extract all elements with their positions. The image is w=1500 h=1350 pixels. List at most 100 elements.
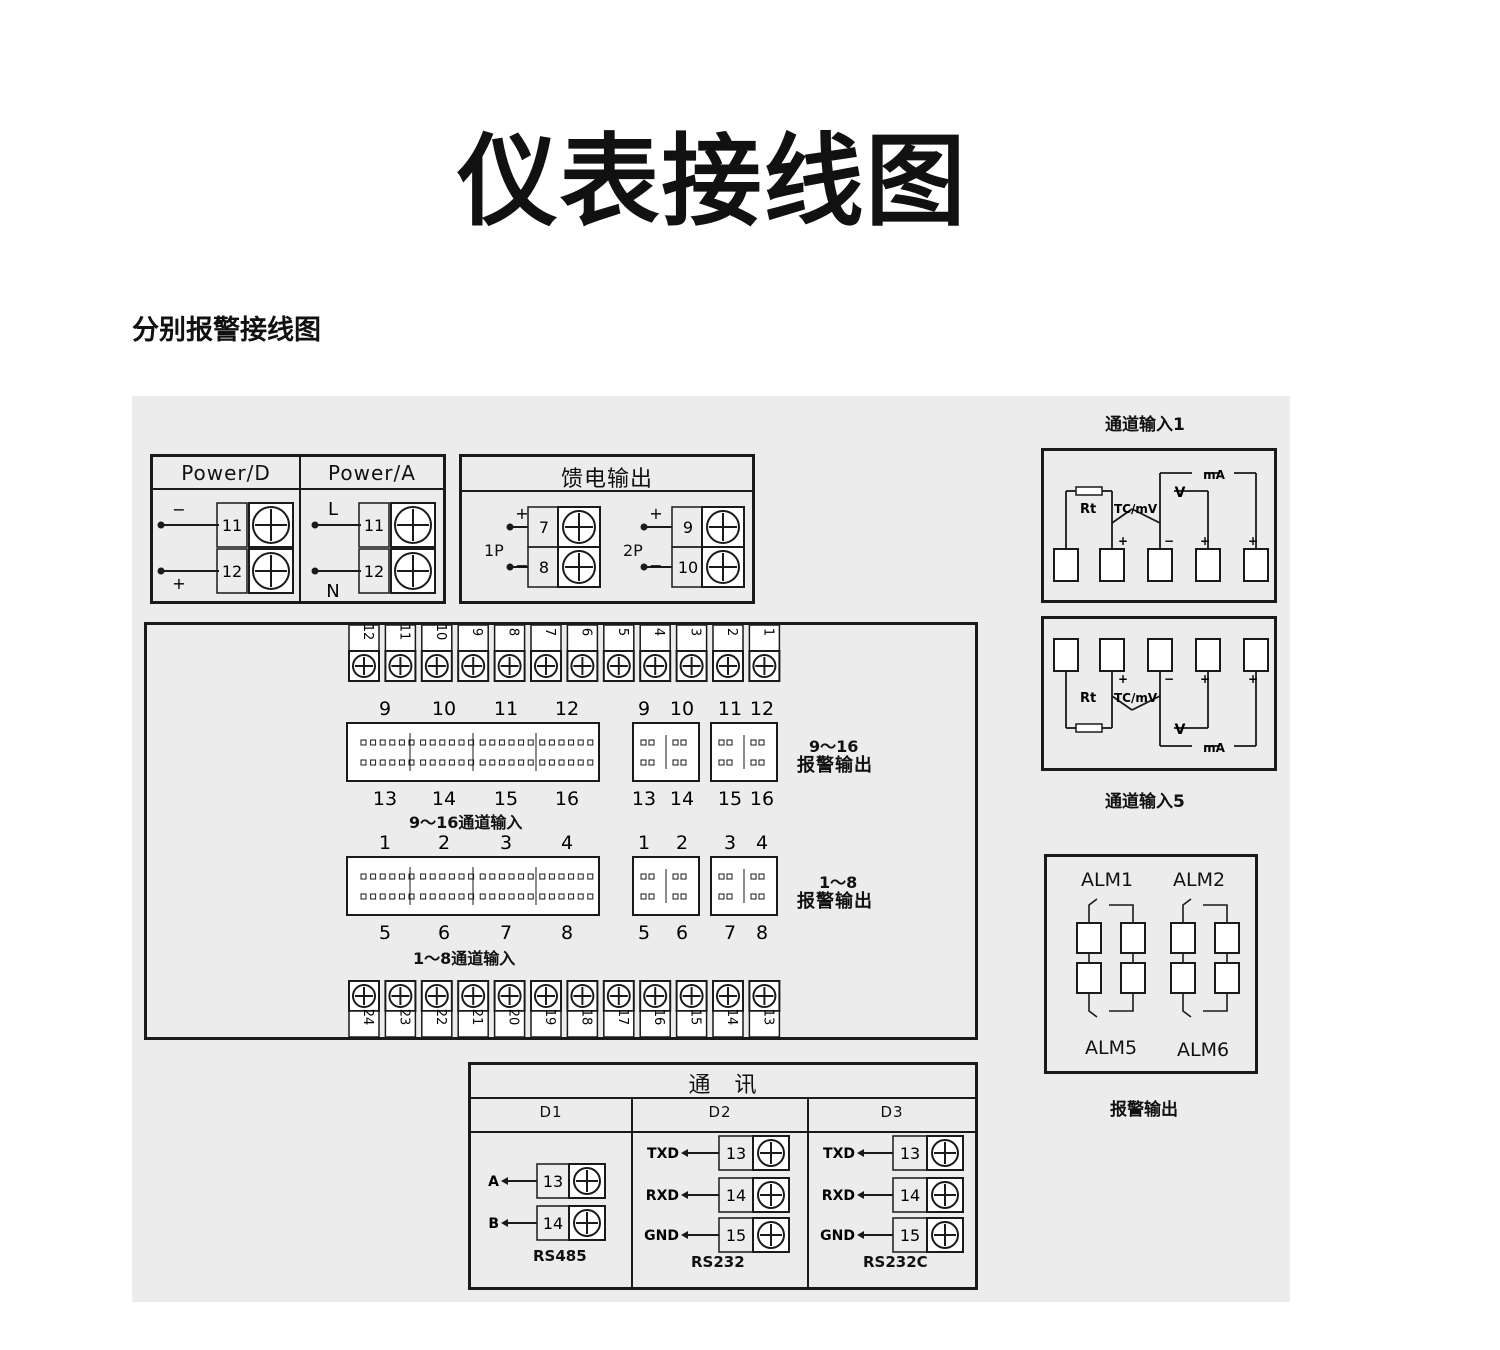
lower-alarm-connector-1-pin-1-1 [726, 893, 733, 900]
alm6-label: ALM6 [1177, 1039, 1230, 1061]
feed-2p-terminal-10-sign: − [649, 556, 662, 575]
upper-input-pin-top-7 [429, 739, 436, 746]
upper-input-pin-bot-19 [548, 759, 555, 766]
d2-terminal-13-number: 13 [726, 1144, 746, 1163]
lower-alarm-connector-0-pin-1-0 [640, 893, 647, 900]
lower-input-pin-top-13 [489, 873, 496, 880]
lower-alarm-bottom-label-7: 7 [724, 922, 736, 944]
relay-alm2-alm6-coil-top-1 [1214, 922, 1240, 954]
lower-input-pin-top-0 [360, 873, 367, 880]
bottom-terminal-14-tab [712, 1010, 744, 1037]
lower-alarm-connector-0-pin-0-2 [672, 873, 679, 880]
lower-input-bottom-label-5: 5 [379, 922, 391, 944]
lower-input-pin-bot-14 [498, 893, 505, 900]
lower-input-pin-top-9 [448, 873, 455, 880]
top-terminal-10-number: 10 [433, 625, 448, 640]
lower-alarm-connector-0-pin-0-3 [680, 873, 687, 880]
upper-input-pin-top-10 [458, 739, 465, 746]
upper-input-pin-bot-13 [489, 759, 496, 766]
bottom-terminal-17-number: 17 [615, 1009, 630, 1026]
lower-alarm-connector-1-pin-1-3 [758, 893, 765, 900]
upper-alarm-connector-1-pin-0-1 [726, 739, 733, 746]
relay-alm1-alm5-switch-top-right [1109, 904, 1134, 923]
lower-input-pin-bot-10 [458, 893, 465, 900]
lower-alarm-top-label-2: 2 [676, 832, 688, 854]
upper-input-pin-bot-9 [448, 759, 455, 766]
lower-alarm-connector-0-pin-1-3 [680, 893, 687, 900]
upper-input-pin-top-0 [360, 739, 367, 746]
d3-terminal-14-arrow [857, 1191, 864, 1199]
bottom-terminal-21-tab [457, 1010, 489, 1037]
upper-input-bottom-label-14: 14 [432, 788, 456, 810]
feed-1p-terminal-8-number: 8 [539, 558, 549, 577]
channel-input-1-tc-diag-2 [1131, 508, 1161, 524]
feed-1p-label: 1P [484, 541, 504, 560]
top-terminal-12-number: 12 [360, 625, 375, 640]
feed-output-title: 馈电输出 [560, 467, 653, 492]
upper-alarm-bottom-label-15: 15 [718, 788, 742, 810]
channel-input-5-terminal-5 [1243, 638, 1269, 672]
power-a-terminal-11-sign: L [328, 499, 338, 520]
upper-input-pin-top-17 [527, 739, 534, 746]
top-terminal-1-number: 1 [760, 628, 775, 636]
upper-input-pin-top-4 [398, 739, 405, 746]
upper-input-pin-bot-20 [558, 759, 565, 766]
lower-alarm-connector-1-pin-0-2 [750, 873, 757, 880]
upper-input-pin-top-12 [479, 739, 486, 746]
upper-input-pin-bot-21 [568, 759, 575, 766]
d3-protocol: RS232C [863, 1253, 928, 1271]
d3-terminal-13-signal: TXD [823, 1146, 855, 1162]
lower-input-pin-bot-2 [379, 893, 386, 900]
upper-input-pin-top-8 [439, 739, 446, 746]
upper-alarm-top-label-10: 10 [670, 698, 694, 720]
top-terminal-7-number: 7 [542, 628, 557, 636]
feed-1p-terminal-8-sign: − [515, 556, 528, 575]
upper-input-pin-top-21 [568, 739, 575, 746]
d2-terminal-14-number: 14 [726, 1186, 746, 1205]
lower-input-bottom-label-7: 7 [500, 922, 512, 944]
upper-input-pin-bot-7 [429, 759, 436, 766]
channel-input-5-plus-3: + [1248, 672, 1258, 686]
lower-input-pin-bot-4 [398, 893, 405, 900]
bottom-terminal-19-number: 19 [542, 1009, 557, 1026]
lower-alarm-bottom-label-8: 8 [756, 922, 768, 944]
upper-input-pin-bot-11 [468, 759, 475, 766]
channel-input-1-tc-diag-1 [1111, 508, 1133, 524]
d2-terminal-14-signal: RXD [646, 1188, 679, 1204]
upper-alarm-top-label-12: 12 [750, 698, 774, 720]
power-d-terminal-12-sign: + [172, 574, 185, 593]
power-d-terminal-11-cell [216, 502, 248, 548]
upper-input-top-label-10: 10 [432, 698, 456, 720]
feed-2p-label: 2P [623, 541, 643, 560]
upper-input-bottom-label-13: 13 [373, 788, 397, 810]
lower-input-pin-top-10 [458, 873, 465, 880]
channel-input-1-terminal-4 [1195, 548, 1221, 582]
upper-input-pin-top-1 [370, 739, 377, 746]
lower-input-pin-bot-7 [429, 893, 436, 900]
bottom-terminal-19-tab [530, 1010, 562, 1037]
channel-input-5-tc-label: TC/mV [1114, 691, 1158, 705]
upper-input-pin-top-3 [389, 739, 396, 746]
communication-title: 通 讯 [688, 1073, 758, 1098]
power-d-terminal-12-cell [216, 548, 248, 594]
channel-input-1-tc-label: TC/mV [1114, 502, 1158, 516]
upper-input-pin-top-23 [587, 739, 594, 746]
lower-input-pin-top-12 [479, 873, 486, 880]
upper-alarm-connector-0-pin-1-2 [672, 759, 679, 766]
upper-input-pin-top-13 [489, 739, 496, 746]
channel-input-1-caption: 通道输入1 [1105, 415, 1185, 435]
power-d-label: Power/D [181, 461, 271, 485]
power-a-terminal-12-sign: N [326, 581, 339, 601]
d1-terminal-14-arrow [501, 1219, 508, 1227]
upper-input-top-label-11: 11 [494, 698, 518, 720]
upper-alarm-bottom-label-16: 16 [750, 788, 774, 810]
upper-alarm-connector-0-pin-0-2 [672, 739, 679, 746]
channel-input-5-terminal-3 [1147, 638, 1173, 672]
alarm-output-caption: 报警输出 [1110, 1100, 1178, 1120]
lower-input-pin-top-19 [548, 873, 555, 880]
lower-input-pin-bot-6 [420, 893, 427, 900]
upper-alarm-connector-1-pin-0-0 [718, 739, 725, 746]
d2-terminal-15-signal: GND [644, 1228, 679, 1244]
